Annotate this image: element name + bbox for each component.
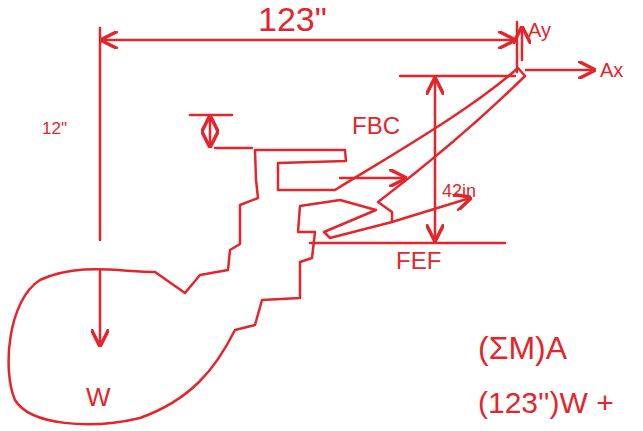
weight-label: W (86, 384, 111, 410)
force-arrow (526, 69, 594, 72)
force-label: Ay (528, 20, 551, 40)
force-arrow (392, 198, 470, 222)
force-arrow (340, 177, 405, 180)
extension-line (400, 75, 515, 78)
force-label: FBC (352, 114, 400, 138)
force-arrow (521, 28, 524, 60)
extension-line (310, 242, 505, 245)
extension-line (190, 114, 232, 117)
dimension-label: 42in (442, 182, 476, 200)
support-line (516, 22, 519, 72)
body-outline (9, 68, 525, 424)
dimension-label: 123" (258, 2, 327, 36)
force-label: FEF (396, 249, 441, 273)
equation-text: (ΣM)A (478, 332, 567, 364)
equation-text: (123'')W + (478, 388, 614, 418)
dimension-line (434, 79, 437, 240)
extension-line (215, 147, 252, 150)
dimension-line (102, 39, 514, 42)
extension-line (99, 28, 102, 240)
force-label: Ax (600, 60, 623, 80)
dimension-label: 12" (42, 120, 67, 137)
weight-arrow (99, 270, 102, 345)
dimension-line (209, 117, 212, 146)
